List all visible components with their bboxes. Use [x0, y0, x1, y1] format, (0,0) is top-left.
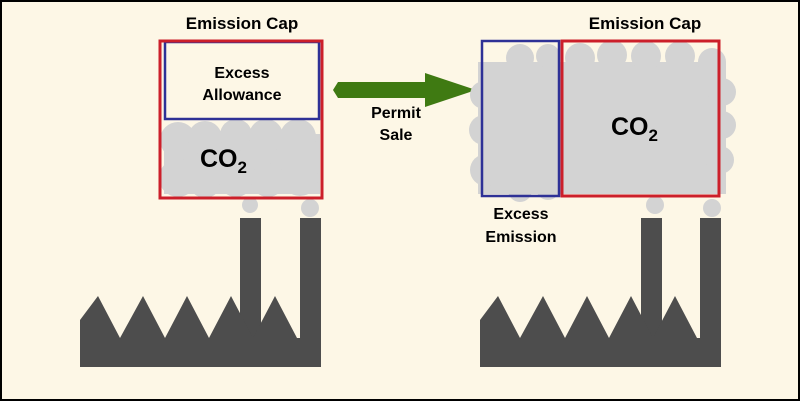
arrow-label-line2: Sale [380, 127, 413, 144]
right-smoke-cloud [469, 40, 736, 217]
left-co2-subscript: 2 [238, 158, 247, 177]
permit-sale-arrow-group: Permit Sale [333, 73, 476, 144]
left-co2-base: CO [200, 145, 238, 173]
right-co2-subscript: 2 [649, 126, 658, 145]
right-factory-building [480, 218, 721, 367]
left-cap-box [158, 39, 324, 200]
right-excess-label-line1: Excess [493, 206, 548, 223]
left-allowance-label-line2: Allowance [202, 87, 281, 104]
left-allowance-box [163, 40, 321, 121]
permit-sale-arrow [333, 73, 476, 107]
right-factory-group: Emission Cap Excess Emission [469, 14, 736, 367]
right-co2-base: CO [611, 113, 649, 141]
left-co2-label: CO2 [200, 145, 247, 177]
left-smoke-cloud [159, 119, 320, 217]
right-cap-label: Emission Cap [589, 14, 701, 33]
arrow-label-line1: Permit [371, 105, 421, 122]
left-factory-group: Emission Cap Excess Allowance CO2 [80, 14, 324, 367]
right-excess-label-line2: Emission [485, 229, 556, 246]
left-factory-building [80, 218, 321, 367]
right-co2-label: CO2 [611, 113, 658, 145]
left-allowance-label-line1: Excess [214, 65, 269, 82]
left-cap-label: Emission Cap [186, 14, 298, 33]
right-excess-emission-box [480, 39, 561, 198]
right-cap-box [560, 39, 721, 198]
